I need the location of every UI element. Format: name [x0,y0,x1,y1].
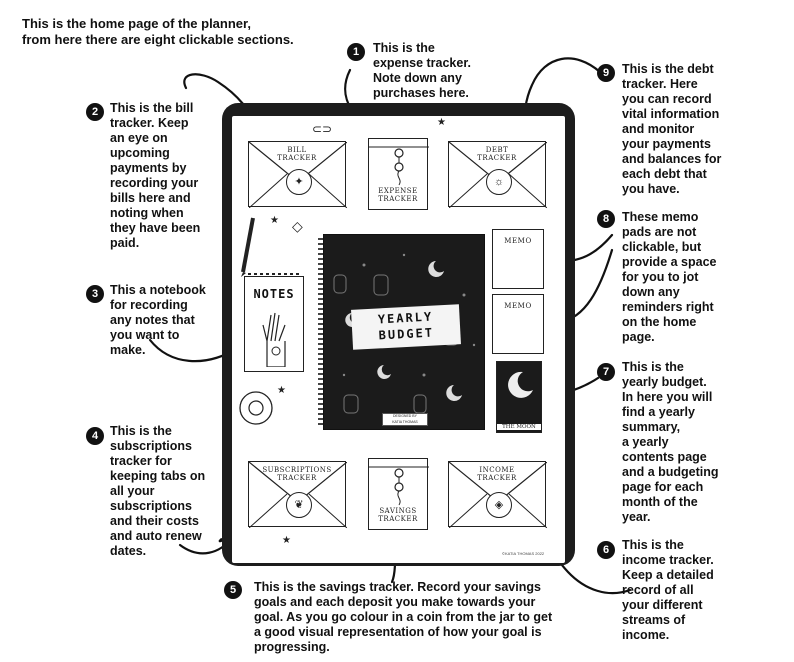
memo-pad-top: MEMO [492,229,544,289]
copyright-text: ©KATIA THOMAS 2022 [502,551,545,556]
yearly-budget-cover[interactable]: YEARLY BUDGET DESIGNED BY KATIA THOMAS [323,234,485,430]
sun-emblem-icon [239,391,273,425]
paperclip-icon: ⊂⊃ [312,122,333,136]
palm-hand-icon [262,312,286,367]
badge-7: 7 [597,363,615,381]
planner-home-page: BILL TRACKER ✦ EXPENSE TRACKER DEBT TRAC… [232,116,565,563]
callout-5-savings: This is the savings tracker. Record your… [254,580,553,654]
badge-8: 8 [597,210,615,228]
savings-tracker-envelope[interactable]: SAVINGS TRACKER [368,458,429,530]
star-icon: ★ [277,385,286,396]
memo-pad-bottom: MEMO [492,294,544,354]
crescent-moon-icon [508,371,533,398]
bill-tracker-envelope[interactable]: BILL TRACKER ✦ [248,141,347,208]
star-icon: ★ [282,535,291,546]
cover-spiral-icon [318,238,324,428]
subscriptions-tracker-envelope[interactable]: SUBSCRIPTIONS TRACKER ❦ [248,461,347,528]
badge-3: 3 [86,285,104,303]
callout-3-notes: This a notebook for recording any notes … [110,283,206,357]
string-envelope-icon [369,146,429,186]
debt-tracker-envelope[interactable]: DEBT TRACKER ☼ [448,141,547,208]
badge-5: 5 [224,581,242,599]
badge-6: 6 [597,541,615,559]
leaf-seal-icon: ❦ [286,492,312,518]
star-icon: ★ [437,117,446,128]
sun-seal-icon: ☼ [486,169,512,195]
callout-6-income: This is the income tracker. Keep a detai… [622,538,714,642]
cover-designer-label: DESIGNED BY KATIA THOMAS [382,413,428,426]
callout-9-debt: This is the debt tracker. Here you can r… [622,62,722,196]
callout-7-yearly-budget: This is the yearly budget. In here you w… [622,360,719,524]
moon-tarot-card: THE MOON [496,361,542,433]
star-icon: ★ [270,215,279,226]
income-tracker-envelope[interactable]: INCOME TRACKER ◈ [448,461,547,528]
crystal-seal-icon: ◈ [486,492,512,518]
callout-1-expense: This is the expense tracker. Note down a… [373,41,471,100]
badge-2: 2 [86,103,104,121]
expense-tracker-envelope[interactable]: EXPENSE TRACKER [368,138,429,210]
badge-4: 4 [86,427,104,445]
string-envelope-icon [369,466,429,506]
cover-title-box: YEARLY BUDGET [351,304,461,350]
badge-9: 9 [597,64,615,82]
notes-notebook[interactable]: NOTES [244,276,304,372]
spiral-binding-icon [248,273,300,275]
moth-seal-icon: ✦ [286,169,312,195]
badge-1: 1 [347,43,365,61]
fountain-pen-icon [241,217,255,277]
callout-4-subscriptions: This is the subscriptions tracker for ke… [110,424,206,558]
callout-8-memo: These memo pads are not clickable, but p… [622,210,717,344]
intro-text: This is the home page of the planner, fr… [22,16,294,47]
crystal-icon: ◇ [292,218,303,234]
callout-2-bill: This is the bill tracker. Keep an eye on… [110,101,201,250]
